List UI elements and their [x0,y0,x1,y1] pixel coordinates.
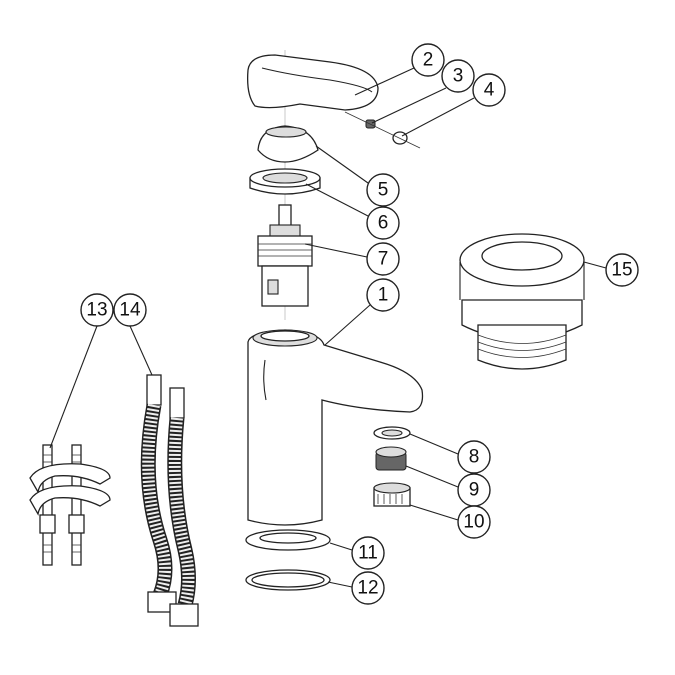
part-locking-nut [249,168,321,195]
callout-label: 4 [484,80,495,101]
callout-label: 10 [463,512,484,533]
part-shroud [257,125,319,163]
callout-label: 13 [86,300,107,321]
callout-15: 15 [605,253,639,287]
callout-label: 11 [358,543,378,564]
callout-11: 11 [351,536,385,570]
callout-1: 1 [366,278,400,312]
callout-5: 5 [366,173,400,207]
callout-label: 3 [453,66,464,87]
callout-label: 9 [469,480,480,501]
part-fixing-studs [29,444,111,566]
part-cartridge [257,204,313,307]
part-base-gasket [245,529,331,551]
part-o-ring [245,569,331,591]
part-aerator-housing [373,482,411,507]
callout-label: 7 [378,249,389,270]
part-handle-lever [247,54,379,111]
screw-axis [344,111,421,149]
callout-4: 4 [472,73,506,107]
part-aerator-washer [373,426,411,440]
callout-3: 3 [441,59,475,93]
callout-label: 12 [357,578,378,599]
part-tap-body [247,329,424,526]
callout-label: 5 [378,180,389,201]
callout-8: 8 [457,440,491,474]
callout-12: 12 [351,571,385,605]
callout-label: 6 [378,213,389,234]
callout-10: 10 [457,505,491,539]
callout-6: 6 [366,206,400,240]
part-click-waste [459,233,585,370]
part-aerator-insert [375,446,407,471]
callout-label: 2 [423,50,434,71]
callout-9: 9 [457,473,491,507]
callout-label: 14 [119,300,141,321]
callout-label: 8 [469,447,480,468]
callout-2: 2 [411,43,445,77]
part-flexible-hoses [140,374,199,627]
callout-13: 13 [80,293,114,327]
leader-lines [49,67,607,588]
callout-label: 15 [611,260,632,281]
callout-7: 7 [366,242,400,276]
callout-label: 1 [378,285,389,306]
callout-14: 14 [113,293,147,327]
